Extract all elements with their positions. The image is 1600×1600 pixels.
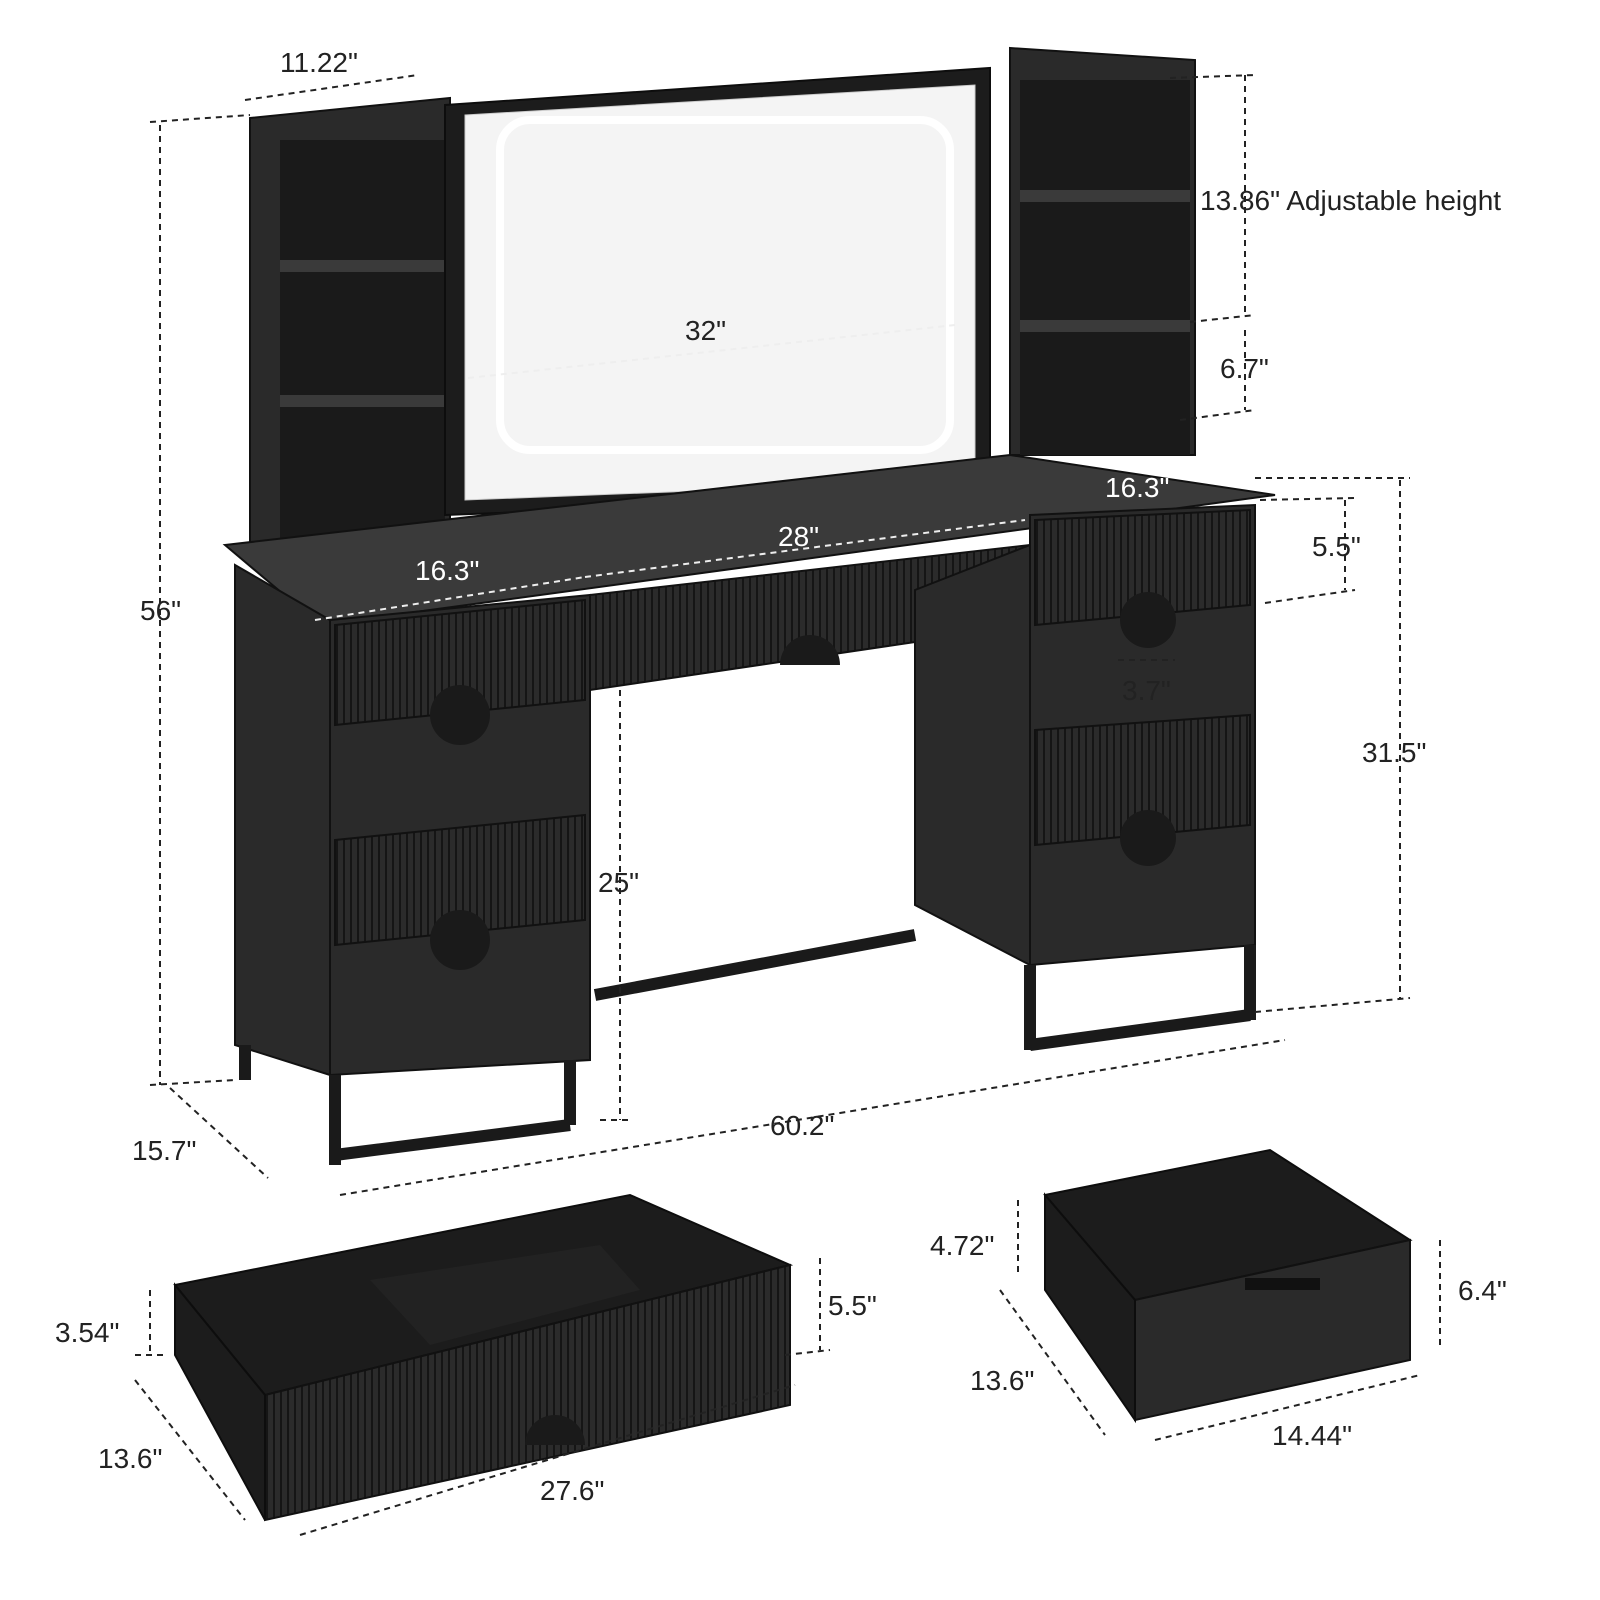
drawer: [334, 813, 586, 947]
dim-center-width: 28": [778, 521, 819, 552]
dim-right-top-width: 16.3": [1105, 472, 1169, 503]
vanity: [222, 46, 1276, 1165]
mirror: [464, 84, 976, 501]
dim-mirror-gap: 6.7": [1220, 353, 1269, 384]
side-drawer-detail: [1043, 1148, 1413, 1424]
dimension-labels: 11.22" 13.86" Adjustable height 32" 6.7"…: [55, 47, 1507, 1506]
dim-center-drawer-width: 27.6": [540, 1475, 604, 1506]
dimension-lines: [134, 74, 1441, 1536]
center-drawer-detail: [173, 1193, 794, 1522]
drawer-handle: [430, 685, 490, 745]
dim-center-drawer-inner-height: 3.54": [55, 1317, 119, 1348]
dim-side-drawer-height: 6.4": [1458, 1275, 1507, 1306]
dim-mirror-adjust: 13.86" Adjustable height: [1200, 185, 1501, 216]
dim-depth: 15.7": [132, 1135, 196, 1166]
drawer: [334, 598, 586, 727]
dim-desk-height: 31.5": [1362, 737, 1426, 768]
drawer: [1034, 713, 1251, 847]
drawer-handle: [1120, 592, 1176, 648]
dim-side-drawer-depth: 13.6": [970, 1365, 1034, 1396]
dim-total-width: 60.2": [770, 1110, 834, 1141]
dim-left-top-width: 16.3": [415, 555, 479, 586]
dim-center-drawer-depth: 13.6": [98, 1443, 162, 1474]
drawer-handle: [430, 910, 490, 970]
dim-center-drawer-height: 5.5": [828, 1290, 877, 1321]
dim-hutch-width: 11.22": [280, 47, 358, 78]
drawer-handle: [1120, 810, 1176, 866]
drawer: [1034, 508, 1251, 627]
dim-mirror-width: 32": [685, 315, 726, 346]
dim-side-drawer-width: 14.44": [1272, 1420, 1352, 1451]
dim-total-height: 56": [140, 595, 181, 626]
dim-drawer-height: 5.5": [1312, 531, 1361, 562]
dim-handle-width: 3.7": [1122, 675, 1171, 706]
dim-knee-height: 25": [598, 867, 639, 898]
dim-side-drawer-inner-height: 4.72": [930, 1230, 994, 1261]
